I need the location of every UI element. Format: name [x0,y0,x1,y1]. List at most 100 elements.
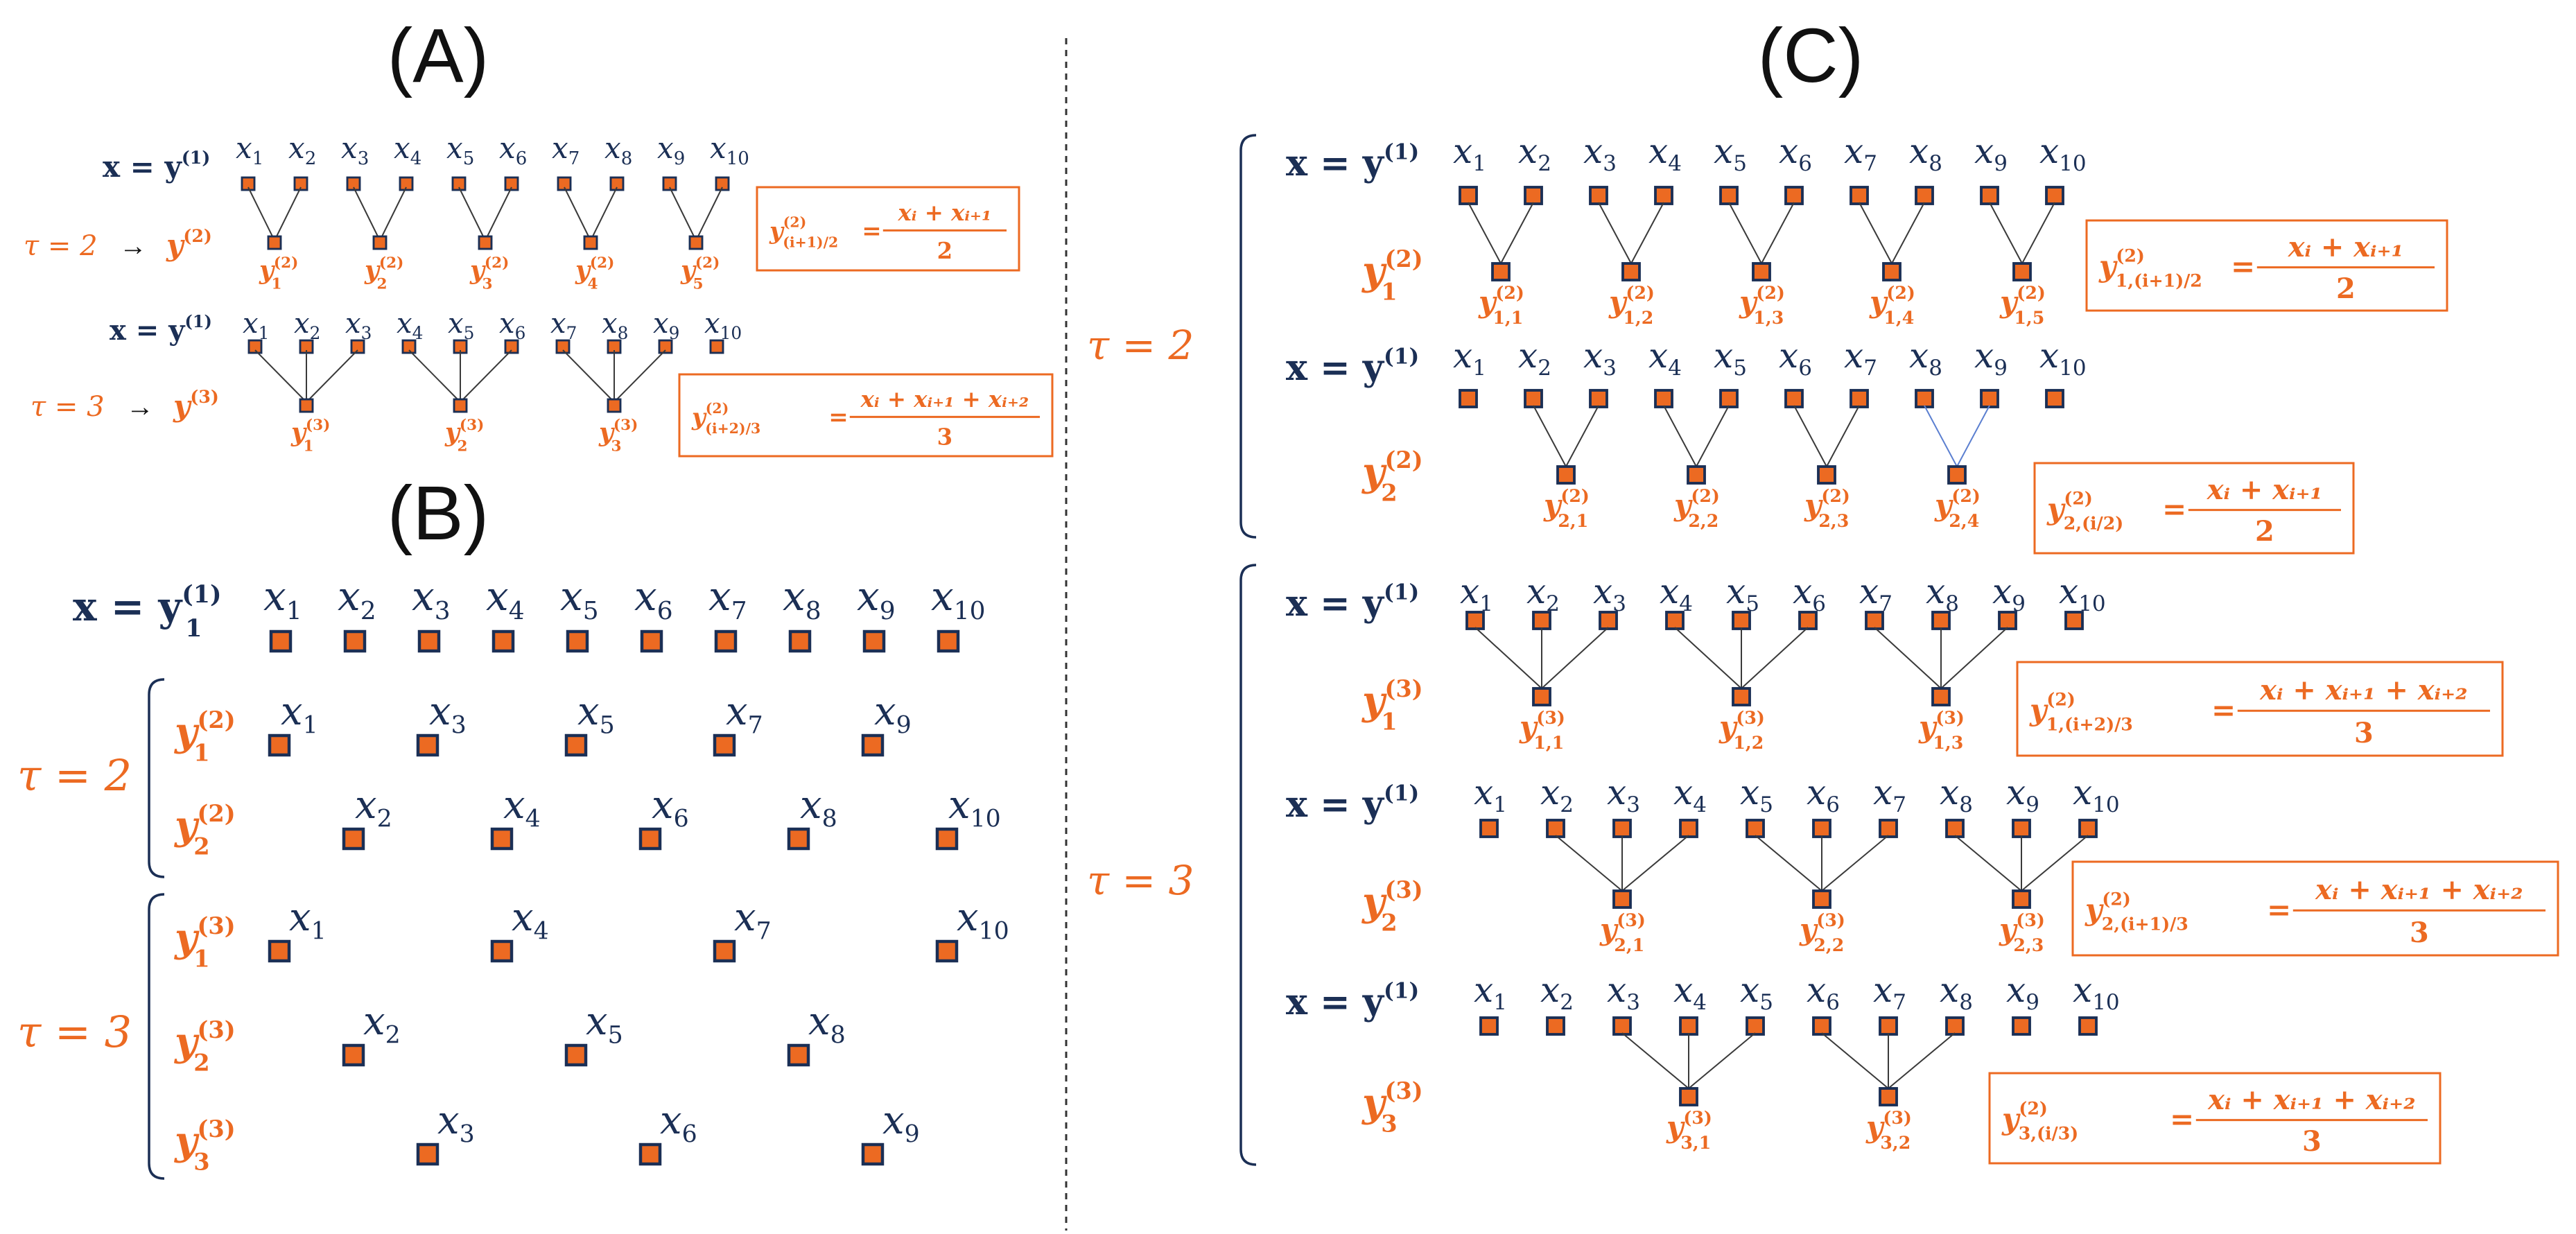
panel-a-row1-y-label: y(2)5 [680,254,720,293]
panel-c-input-square [1479,819,1499,838]
panel-c-input-square [1546,819,1565,838]
panel-b-tau2-square [935,827,959,851]
panel-a-tau3-arrow: → [126,392,154,422]
panel-b-tau2-x-label: x2 [355,783,392,833]
panel-c-output-y-label: y(2)2,3 [1804,485,1850,531]
panel-b-tau3-row-label: y(3)2 [173,1016,236,1077]
panel-a-row2-input-square [401,339,417,354]
panel-c-input-square [1654,186,1673,205]
panel-a-row1-x-label: x3 [341,131,369,169]
panel-c-output-y-label: y(3)1,3 [1918,707,1965,753]
panel-a-tau3-y-label: y(3) [173,386,219,423]
panel-a-row2-x-label: x3 [345,308,372,343]
panel-b-tau2-x-label: x6 [652,783,689,833]
panel-b-tau3-bracket [148,893,165,1180]
panel-b-tau3-square [268,939,291,963]
panel-c-output-square [1879,1087,1898,1106]
panel-c-input-square [2078,1016,2098,1036]
panel-c-input-square [1879,819,1898,838]
panel-c-output-square [1817,465,1836,485]
panel-b-tau2-bracket [148,678,165,878]
panel-a-row2-x-label: x10 [704,308,742,343]
panel-a-row2-output-square [453,398,468,413]
panel-a-row1-x-eq-y1: x = y(1) [103,147,210,184]
panel-b-tau3-x-label: x4 [512,895,549,945]
panel-b-top-square [862,629,886,653]
panel-a-row1-input-square [451,176,467,191]
panel-a-row2-x-label: x9 [653,308,679,343]
panel-a-row1-x-label: x8 [604,131,632,169]
panel-b-top-square [566,629,589,653]
panel-c-edge [1500,202,1534,264]
panel-a-row1-x-label: x10 [710,131,749,169]
panel-c-tau2-bracket [1239,134,1257,539]
panel-c-x-label: x8 [1940,970,1973,1015]
panel-a-row2-edge [306,349,358,403]
panel-c-input-square [2045,186,2064,205]
panel-c-x-label: x8 [1926,571,1959,616]
panel-c-input-square [1479,1016,1499,1036]
panel-a-formula-2-lhs: y(2)(i+2)/3 [691,400,760,437]
panel-c-x-label: x8 [1909,131,1942,176]
panel-a-row2-y-label: y(3)1 [290,417,330,455]
panel-c-edge [1859,202,1892,264]
panel-a-row1-edge [353,186,381,241]
panel-a-tau2-y-label: y(2) [166,225,212,262]
panel-c-x-label: x8 [1909,336,1942,381]
panel-c-input-square [1746,1016,1765,1036]
panel-c-input-square [2045,389,2064,408]
panel-c-x-label: x4 [1660,571,1693,616]
panel-a-row1-x-label: x9 [657,131,685,169]
panel-b-tau3-x-label: x6 [660,1098,697,1148]
panel-c-edge [1924,405,1958,467]
panel-c-formula-lhs: y(2)2,(i+1)/3 [2085,889,2188,935]
panel-b-tau2-x-label: x9 [874,689,912,739]
panel-a-row2-edge [408,349,461,403]
panel-b-tau2-row-label: y(2)1 [173,706,236,767]
panel-c-x-label: x1 [1474,772,1507,817]
panel-a-row1-y-label: y(2)3 [469,254,509,293]
panel-c-output-square [1732,687,1751,706]
panel-a-row2-input-square [247,339,263,354]
panel-a-row2-y-label: y(3)2 [444,417,484,455]
panel-c-x-label: x2 [1540,772,1574,817]
panel-c-output-square [1621,262,1641,281]
panel-c-output-square [1882,262,1901,281]
panel-c-edge [2021,202,2055,264]
panel-b-top-square [343,629,367,653]
panel-c-formula-denominator: 2 [2255,516,2274,548]
panel-c-formula-numerator: xᵢ + xᵢ₊₁ + xᵢ₊₂ [2207,1084,2415,1116]
panel-c-input-square [1998,611,2017,630]
panel-c-input-square [1524,186,1543,205]
panel-b-tau3-x-label: x1 [289,895,327,945]
panel-c-x-label: x5 [1714,336,1747,381]
panel-a-formula-2 [678,373,1054,458]
panel-c-input-square [1931,611,1951,630]
panel-c-tau3-label: τ = 3 [1087,857,1194,904]
panel-c-x-label: x5 [1740,772,1773,817]
panel-a-row1-input-square [662,176,677,191]
panel-c-output-square [1752,262,1771,281]
panel-c-x-label: x2 [1526,571,1560,616]
panel-b-top-square [788,629,812,653]
panel-c-x-label: x4 [1648,336,1682,381]
panel-c-edge [1940,627,2008,689]
panel-c-input-square [1546,1016,1565,1036]
panel-c-edge [1793,405,1827,467]
panel-c-edge [1555,835,1623,892]
panel-c-edge [1826,405,1860,467]
panel-a-row1-x-label: x4 [394,131,421,169]
panel-c-output-square [1687,465,1706,485]
panel-c-output-square [1491,262,1511,281]
panel-c-output-y-label: y(2)1,4 [1869,282,1915,328]
panel-c-x-label: x1 [1474,970,1507,1015]
panel-c-x-label: x9 [2006,772,2039,817]
panel-c-input-square [1915,389,1934,408]
panel-c-edge [1755,835,1822,892]
panel-b-tau2-x-label: x3 [429,689,467,739]
panel-c-output-square [1947,465,1967,485]
panel-b-top-square [269,629,293,653]
panel-c-output-square [1679,1087,1698,1106]
panel-c-edge [1874,627,1942,689]
panel-b-tau3-square [713,939,736,963]
